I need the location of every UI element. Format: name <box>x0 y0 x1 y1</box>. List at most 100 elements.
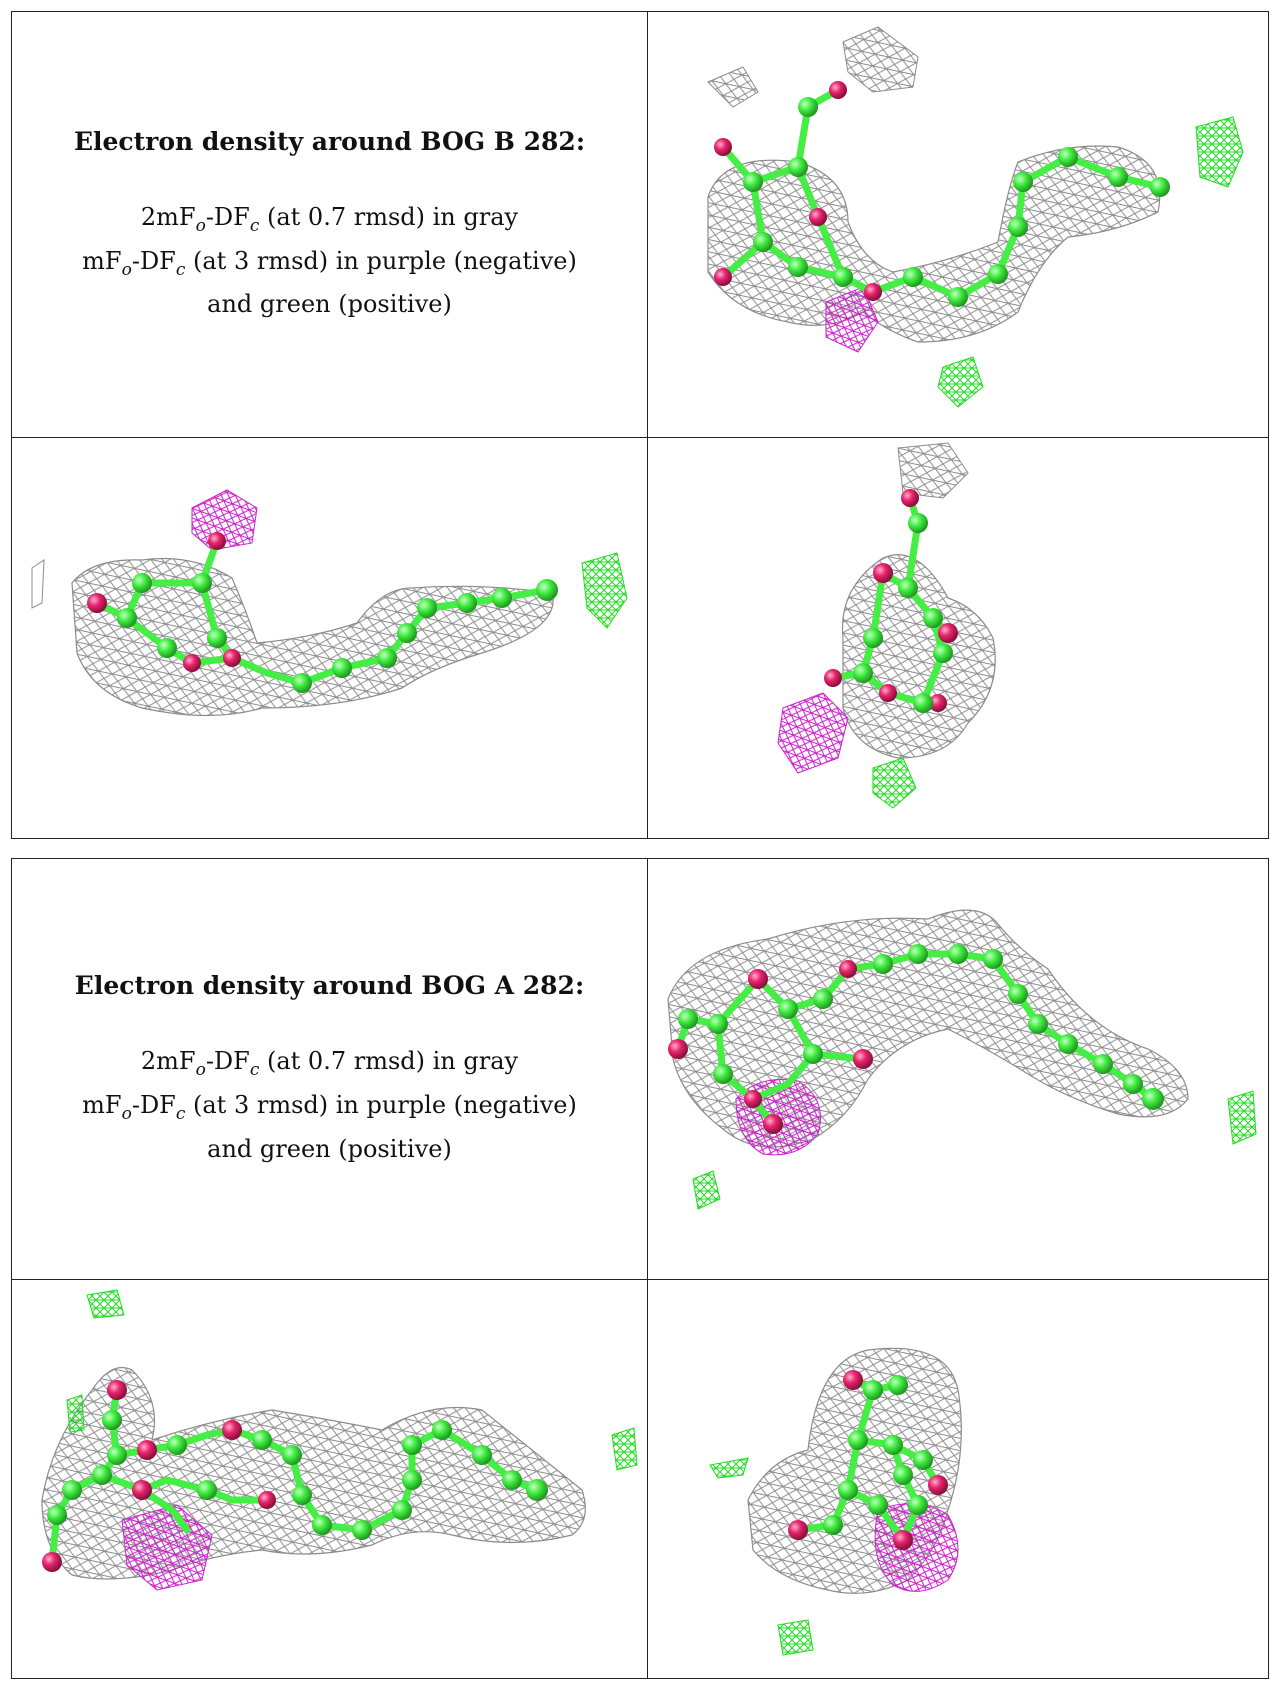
carbon-atom <box>47 1505 67 1525</box>
atoms <box>668 944 1164 1134</box>
carbon-atom <box>107 1445 127 1465</box>
legend-subscript: o <box>195 215 206 236</box>
carbon-atom <box>1123 1074 1143 1094</box>
carbon-atom <box>526 1479 548 1501</box>
atoms <box>824 489 958 713</box>
carbon-atom <box>92 1465 112 1485</box>
molecule-view <box>707 26 1244 408</box>
legend-text: mF <box>82 1091 122 1119</box>
carbon-atom <box>117 608 137 628</box>
density-gray-mesh <box>897 442 969 499</box>
figure-panel-bog-b: Electron density around BOG B 282: 2mFo-… <box>11 11 1269 839</box>
density-view-bottom-right <box>647 1279 1269 1679</box>
carbon-atom <box>402 1435 422 1455</box>
carbon-atom <box>1142 1088 1164 1110</box>
density-positive-mesh <box>692 1170 721 1210</box>
atoms <box>87 532 558 693</box>
carbon-atom <box>392 1500 412 1520</box>
legend-text: -DF <box>131 246 176 275</box>
molecule-view <box>777 442 996 809</box>
carbon-atom <box>933 643 953 663</box>
carbon-atom <box>102 1410 122 1430</box>
carbon-atom <box>1058 1034 1078 1054</box>
molecule-view <box>667 909 1257 1210</box>
carbon-atom <box>492 588 512 608</box>
oxygen-atom <box>788 1520 808 1540</box>
density-positive-mesh <box>86 1289 125 1319</box>
caption-cell: Electron density around BOG A 282: 2mFo-… <box>11 858 648 1280</box>
density-view-bottom-left <box>11 1279 648 1679</box>
density-view-top-right <box>647 858 1269 1280</box>
carbon-atom <box>853 663 873 683</box>
oxygen-atom <box>864 283 882 301</box>
atoms <box>714 81 1170 307</box>
density-positive-mesh <box>1227 1090 1257 1145</box>
legend-text: -DF <box>205 1047 250 1076</box>
carbon-atom <box>432 1420 452 1440</box>
legend-text: (at 0.7 rmsd) in gray <box>259 202 519 231</box>
carbon-atom <box>753 232 773 252</box>
carbon-atom <box>402 1470 422 1490</box>
molecule-view <box>41 1289 638 1591</box>
carbon-atom <box>417 598 437 618</box>
oxygen-atom <box>843 1370 863 1390</box>
carbon-atom <box>948 944 968 964</box>
oxygen-atom <box>763 1114 783 1134</box>
carbon-atom <box>282 1445 302 1465</box>
oxygen-atom <box>928 1475 948 1495</box>
legend-text: 2mF <box>140 202 196 231</box>
molecule-view <box>709 1347 962 1656</box>
carbon-atom <box>848 1430 868 1450</box>
legend-text: mF <box>82 246 122 275</box>
density-positive-mesh <box>1195 116 1244 188</box>
caption-title: Electron density around BOG B 282: <box>73 126 586 156</box>
carbon-atom <box>788 257 808 277</box>
carbon-atom <box>132 573 152 593</box>
oxygen-atom <box>893 1530 913 1550</box>
oxygen-atom <box>748 969 768 989</box>
legend-subscript: c <box>249 1060 260 1080</box>
oxygen-atom <box>132 1480 152 1500</box>
figure-panel-bog-a: Electron density around BOG A 282: 2mFo-… <box>11 858 1269 1679</box>
oxygen-atom <box>809 208 827 226</box>
carbon-atom <box>803 1044 823 1064</box>
carbon-atom <box>908 1495 928 1515</box>
density-negative-mesh <box>825 286 879 353</box>
oxygen-atom <box>258 1491 276 1509</box>
legend-subscript: o <box>121 1103 132 1124</box>
carbon-atom <box>312 1515 332 1535</box>
carbon-atom <box>903 267 923 287</box>
oxygen-atom <box>839 960 857 978</box>
carbon-atom <box>1008 217 1028 237</box>
oxygen-atom <box>183 654 201 672</box>
oxygen-atom <box>824 669 842 687</box>
carbon-atom <box>377 648 397 668</box>
carbon-atom <box>1058 147 1078 167</box>
density-negative-mesh <box>121 1504 213 1591</box>
legend-text: (at 0.7 rmsd) in gray <box>259 1047 519 1076</box>
legend-text: 2mF <box>140 1047 196 1076</box>
oxygen-atom <box>223 649 241 667</box>
legend-subscript: c <box>249 215 260 236</box>
legend-text: (at 3 rmsd) in purple (negative) <box>185 246 577 275</box>
carbon-atom <box>873 954 893 974</box>
carbon-atom <box>157 638 177 658</box>
legend-subscript: o <box>195 1060 206 1080</box>
carbon-atom <box>536 579 558 601</box>
caption: Electron density around BOG B 282: 2mFo-… <box>13 126 647 323</box>
oxygen-atom <box>938 623 958 643</box>
carbon-atom <box>948 287 968 307</box>
oxygen-atom <box>208 532 226 550</box>
carbon-atom <box>397 623 417 643</box>
caption-title: Electron density around BOG A 282: <box>74 971 585 1001</box>
carbon-atom <box>893 1465 913 1485</box>
carbon-atom <box>898 578 918 598</box>
oxygen-atom <box>714 268 732 286</box>
legend-mfo-dfc: mFo-DFc (at 3 rmsd) in purple (negative) <box>13 1088 647 1132</box>
carbon-atom <box>197 1480 217 1500</box>
density-view-top-right <box>647 11 1269 438</box>
legend-green-positive: and green (positive) <box>207 290 452 319</box>
oxygen-atom <box>107 1380 127 1400</box>
legend-text: (at 3 rmsd) in purple (negative) <box>185 1091 577 1119</box>
oxygen-atom <box>829 81 847 99</box>
